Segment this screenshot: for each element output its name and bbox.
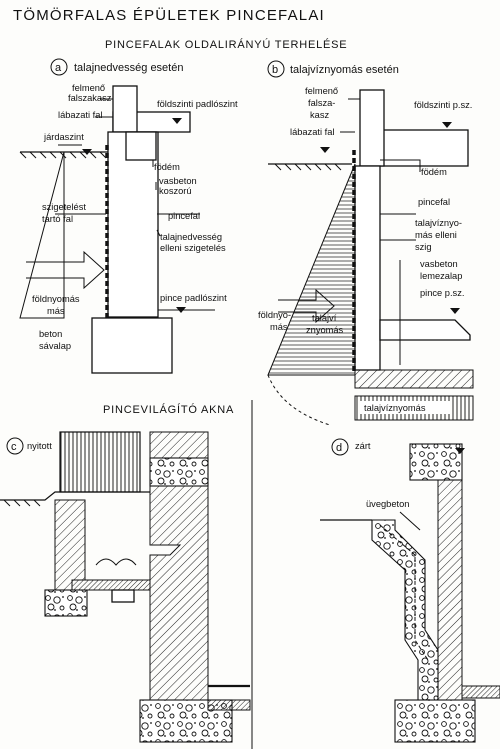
panel-b-soil-hatch (274, 163, 342, 171)
panel-a-label-tarto: tartó fal (42, 214, 73, 224)
panel-b-upper-wall (359, 89, 385, 167)
panel-b-label-kasz: kasz (310, 110, 329, 120)
panel-b-label-fodem: födém (421, 167, 447, 177)
panel-b-label-bg (360, 401, 450, 414)
panel-a-label-falszakasz: falszakasz (68, 93, 112, 103)
panel-c-shaft-wall (54, 499, 86, 591)
panel-d-basement-floor (461, 685, 500, 699)
panel-d-building-wall (437, 479, 463, 701)
panel-c-drain (95, 558, 137, 566)
panel-c-letter: c (11, 441, 17, 453)
panel-b-basement-wall (354, 165, 381, 371)
panel-c: c nyitott (0, 431, 251, 743)
panel-a-upper-wall (112, 85, 138, 133)
panel-a-label-vasbeton: vasbeton (159, 176, 197, 186)
panel-a: a talajnedvesség esetén felmenő falszaka… (19, 58, 238, 374)
panel-a-ring-beam (125, 131, 157, 161)
panel-a-basement-wall (107, 131, 159, 318)
panel-a-earth-pressure-arrow (26, 250, 105, 290)
panel-a-label-pince-padlo: pince padlószint (160, 293, 227, 303)
panel-b-earth-pressure-arrow (278, 288, 335, 324)
panel-c-shaft-floor (71, 579, 151, 591)
panel-b-label-foldnyo-1: földnyo- (258, 310, 291, 320)
panel-b-label-talajviz-3: szig (415, 242, 432, 252)
panel-a-label-labazati: lábazati fal (58, 110, 102, 120)
panel-b-label-foldnyo-2: más (270, 322, 288, 332)
panel-b-label-labazati: lábazati fal (290, 127, 334, 137)
panel-a-label-jardaszint: járdaszint (43, 132, 84, 142)
panel-a-label-koszoru: koszorú (159, 186, 192, 196)
panel-c-drain-pipe (111, 589, 135, 603)
panel-a-leader-lines (55, 98, 200, 237)
panel-a-label-fodem: födém (154, 162, 180, 172)
panel-a-label-elleni: elleni szigetelés (160, 243, 226, 253)
panel-b-label-foldszinti: földszinti p.sz. (414, 100, 472, 110)
panel-b-label-pince: pince p.sz. (420, 288, 464, 298)
panel-b-water-pressure-triangle (267, 163, 356, 376)
panel-b-floor-build-up (379, 319, 471, 341)
panel-c-soil-hatch (3, 499, 41, 507)
panel-b-caption: talajvíznyomás esetén (290, 64, 399, 76)
panel-c-wall-gravel (149, 457, 209, 487)
panel-b-pressure-curve (267, 374, 331, 426)
panel-b-letter: b (272, 64, 278, 76)
panel-a-letter: a (55, 62, 62, 74)
panel-b-label-pincefal: pincefal (418, 197, 450, 207)
main-title: TÖMÖRFALAS ÉPÜLETEK PINCEFALAI (13, 6, 325, 24)
panel-a-label-foldnyomas-2: más (47, 306, 65, 316)
panel-b-label-talajviz-1: talajvíznyo- (415, 218, 462, 228)
panel-a-caption: talajnedvesség esetén (74, 62, 183, 74)
panel-b-label-felmeno: felmenő (305, 86, 338, 96)
panel-b-leader-lines (340, 98, 421, 365)
panel-c-shaft-foundation (44, 589, 88, 617)
panel-d-level-marker (455, 448, 465, 454)
panel-a-label-beton: beton (39, 329, 62, 339)
panel-a-footing (91, 317, 173, 374)
panel-d-caption: zárt (355, 441, 371, 451)
shaft-subtitle: PINCEVILÁGÍTÓ AKNA (103, 403, 234, 416)
panel-b-label-talajviz-2: más elleni (415, 230, 457, 240)
panel-a-badge (50, 58, 68, 76)
panel-d-label-uvegbeton: üvegbeton (366, 499, 409, 509)
panel-a-label-talajnedv: talajnedvesség (160, 232, 222, 242)
panel-c-building-wall (149, 431, 209, 741)
panel-c-window (59, 431, 141, 493)
panel-b-label-talajviznyomas: talajvíznyomás (364, 403, 426, 413)
panel-a-label-pincefal: pincefal (168, 211, 200, 221)
panel-d-letter: d (336, 442, 342, 454)
panel-a-label-felmeno: felmenő (72, 83, 105, 93)
panel-a-pressure-diagram (19, 151, 65, 319)
panel-d-footing (394, 699, 476, 743)
panel-a-label-foldnyomas-1: földnyomás (32, 294, 80, 304)
panel-b-label-lemezalap: lemezalap (420, 271, 462, 281)
loading-subtitle: PINCEFALAK OLDALIRÁNYÚ TERHELÉSE (105, 38, 347, 51)
panel-c-ground-line (0, 491, 150, 501)
panel-d-badge (331, 438, 349, 456)
panel-b-label-talajv-2: znyomás (306, 325, 344, 335)
panel-b-base-slab (354, 369, 474, 389)
panel-c-caption: nyitott (27, 441, 52, 451)
panel-a-label-szigetelest: szigetelést (42, 202, 86, 212)
panel-b-label-vasbeton: vasbeton (420, 259, 458, 269)
panel-c-badge (6, 437, 24, 455)
panel-a-label-savalap: sávalap (39, 341, 71, 351)
panel-d-top-slab (409, 443, 463, 481)
panel-c-basement-floor (207, 699, 251, 711)
panel-b: b talajvíznyomás esetén felmenő falsza- … (258, 60, 474, 426)
panel-b-badge (267, 60, 285, 78)
panel-d: d zárt üvegbeton (320, 438, 500, 743)
panel-b-label-talajv-1: talajví (312, 313, 337, 323)
panel-b-label-falsza: falsza- (308, 98, 335, 108)
panel-d-label-leader (399, 511, 421, 531)
panel-a-label-foldszinti: földszinti padlószint (157, 99, 238, 109)
